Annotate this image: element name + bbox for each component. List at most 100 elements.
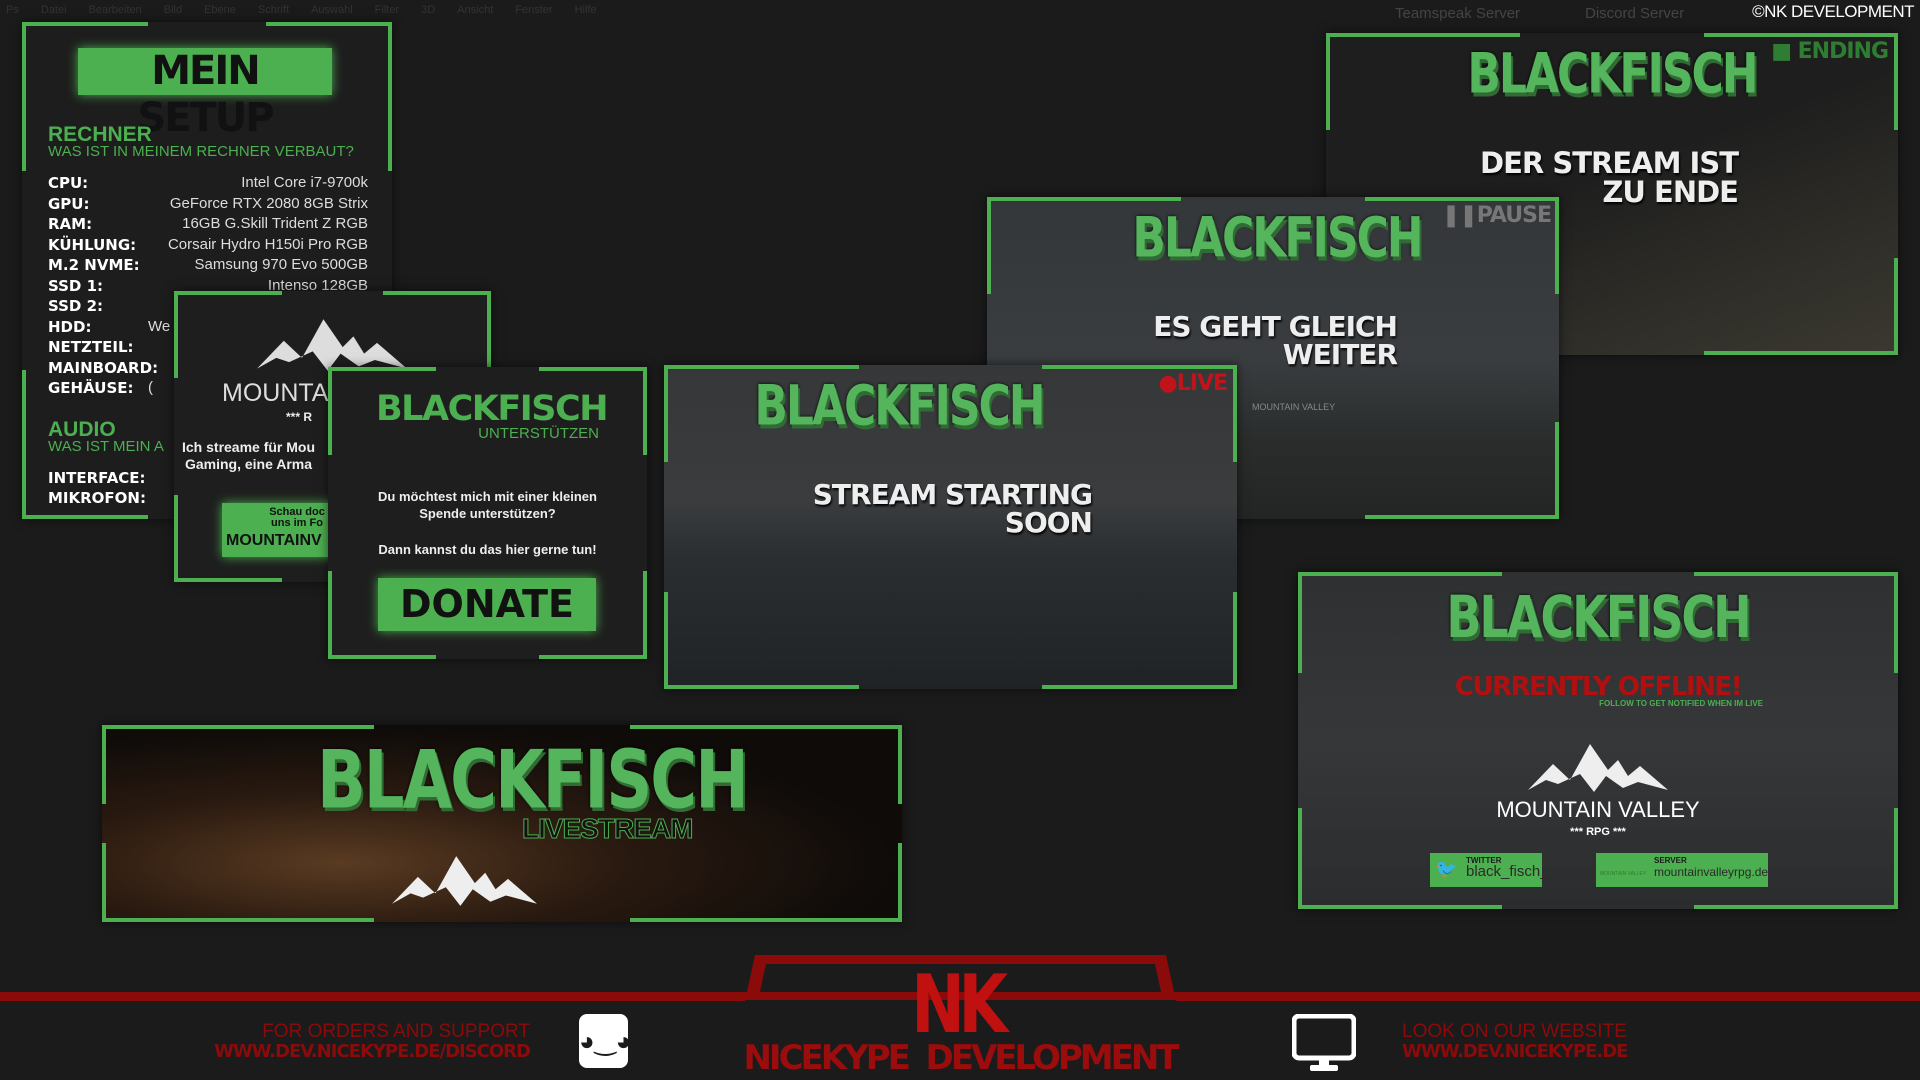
audio-list: INTERFACE: MIKROFON: xyxy=(48,468,368,509)
menu-item[interactable]: Fenster xyxy=(515,4,553,16)
brand-logo: BLACKFISCH xyxy=(754,374,1045,439)
menu-item[interactable]: Hilfe xyxy=(574,4,597,16)
audio-sub: WAS IST MEIN A xyxy=(48,437,164,455)
spec-label: SSD 1: xyxy=(48,276,104,295)
audio-row: MIKROFON: xyxy=(48,488,368,509)
spec-label: SSD 2: xyxy=(48,297,104,315)
menu-item[interactable]: Ansicht xyxy=(457,4,494,16)
donate-button[interactable]: DONATE xyxy=(378,578,596,631)
menu-item[interactable]: Auswahl xyxy=(311,4,353,16)
donate-title: BLACKFISCH xyxy=(376,389,609,429)
monitor-icon[interactable] xyxy=(1291,1013,1357,1077)
spec-row: CPU: Intel Core i7-9700k xyxy=(48,173,368,194)
spec-row: NETZTEIL: xyxy=(48,337,368,358)
server-logo: MOUNTAIN VALLEY xyxy=(1600,871,1647,877)
website-link[interactable]: WWW.DEV.NICEKYPE.DE xyxy=(1402,1041,1628,1062)
spec-row: M.2 NVME:Samsung 970 Evo 500GB xyxy=(48,255,368,276)
audio-label: MIKROFON: xyxy=(48,489,146,507)
brand-logo: BLACKFISCH xyxy=(317,734,749,828)
spec-label: GEHÄUSE: xyxy=(48,379,134,397)
mountain-logo-icon xyxy=(392,845,537,922)
spec-value: Samsung 970 Evo 500GB xyxy=(194,256,368,273)
spec-value: GeForce RTX 2080 8GB Strix xyxy=(169,194,368,212)
menu-item[interactable]: Datei xyxy=(40,4,67,16)
footer-logo-backdrop xyxy=(745,1000,1176,1080)
footer-logo-frame xyxy=(745,955,1176,1001)
menu-item[interactable]: 3D xyxy=(421,4,436,16)
brand-logo: BLACKFISCH xyxy=(1467,42,1758,107)
spec-row: GPU: GeForce RTX 2080 8GB Strix xyxy=(48,194,368,215)
offline-sub: FOLLOW TO GET NOTIFIED WHEN IM LIVE xyxy=(1599,699,1763,708)
mountain-logo-text: MOUNTAI xyxy=(222,379,336,407)
brand-logo: BLACKFISCH xyxy=(1446,583,1751,651)
rechner-heading: RECHNER xyxy=(48,123,152,146)
offline-screen: BLACKFISCH CURRENTLY OFFLINE! FOLLOW TO … xyxy=(1298,572,1898,909)
spec-value: Corsair Hydro H150i Pro RGB xyxy=(167,235,368,253)
menu-item[interactable]: Bearbeiten xyxy=(88,4,142,16)
rpg-tag: *** R xyxy=(286,410,313,424)
copyright: ©NK DEVELOPMENT xyxy=(1752,2,1914,21)
spec-value: Intenso 128GB xyxy=(267,276,368,294)
pause-status: ❚❚PAUSE xyxy=(1441,203,1552,228)
twitter-button[interactable]: 🐦 TWITTER black_fisch_ xyxy=(1430,853,1549,887)
live-status: ●LIVE xyxy=(1158,371,1228,396)
brand-logo: BLACKFISCH xyxy=(1132,206,1423,271)
livestream-banner: BLACKFISCH LIVESTREAM xyxy=(102,725,902,922)
menu-item[interactable]: Filter xyxy=(374,4,400,16)
spec-value: We xyxy=(148,317,171,335)
audio-heading: AUDIO xyxy=(48,417,116,441)
spec-row: GEHÄUSE: ( xyxy=(48,378,368,399)
server-url: mountainvalleyrpg.de xyxy=(1654,865,1769,879)
nk-logo: NK xyxy=(911,958,1008,1051)
discord-icon[interactable]: ◕‿◕ xyxy=(579,1014,631,1068)
twitter-label: TWITTER xyxy=(1466,856,1502,865)
mountain-valley-logo: MOUNTAIN VALLEY xyxy=(1496,797,1700,822)
ending-status: ■ ENDING xyxy=(1771,39,1889,64)
footer-red-line xyxy=(0,992,1920,1001)
audio-label: INTERFACE: xyxy=(48,468,146,487)
mountain-logo-icon xyxy=(1298,740,1898,801)
twitter-handle: black_fisch_ xyxy=(1466,863,1549,880)
offline-headline: CURRENTLY OFFLINE! xyxy=(1454,672,1743,702)
spec-row: SSD 1: Intenso 128GB xyxy=(48,276,368,297)
rpg-tag: *** RPG *** xyxy=(1570,826,1626,838)
bg-tab-teamspeak: Teamspeak Server xyxy=(1395,5,1521,22)
spec-row: MAINBOARD: xyxy=(48,358,368,379)
server-label: SERVER xyxy=(1654,856,1687,865)
bg-tab-discord: Discord Server xyxy=(1585,5,1685,22)
donate-subtitle: UNTERSTÜTZEN xyxy=(478,425,599,442)
spec-label: NETZTEIL: xyxy=(48,338,134,356)
menu-item[interactable]: Ps xyxy=(6,4,19,16)
spec-value: Intel Core i7-9700k xyxy=(241,174,368,191)
livestream-label: LIVESTREAM xyxy=(521,813,693,845)
city-watermark: MOUNTAIN VALLEY xyxy=(1252,402,1336,412)
spec-row: RAM: 16GB G.Skill Trident Z RGB xyxy=(48,214,368,235)
spec-label: CPU: xyxy=(48,174,89,192)
discord-link[interactable]: WWW.DEV.NICEKYPE.DE/DISCORD xyxy=(214,1041,531,1062)
spec-label: RAM: xyxy=(48,215,93,233)
audio-row: INTERFACE: xyxy=(48,468,368,489)
spec-row: KÜHLUNG:Corsair Hydro H150i Pro RGB xyxy=(48,235,368,256)
photoshop-menubar: Ps Datei Bearbeiten Bild Ebene Schrift Auswahl… xyxy=(0,0,603,28)
spec-label: GPU: xyxy=(48,194,90,213)
server-button[interactable]: MOUNTAIN VALLEY SERVER mountainvalleyrpg… xyxy=(1596,853,1768,887)
menu-item[interactable]: Ebene xyxy=(204,4,236,16)
spec-row: SSD 2: xyxy=(48,296,368,317)
rechner-sub: WAS IST IN MEINEM RECHNER VERBAUT? xyxy=(48,143,354,160)
spec-value: 16GB G.Skill Trident Z RGB xyxy=(182,215,368,232)
menu-item[interactable]: Bild xyxy=(163,4,183,16)
spec-value: ( xyxy=(148,379,153,396)
spec-label: MAINBOARD: xyxy=(48,358,159,377)
mountain-logo-icon xyxy=(242,315,422,380)
menu-item[interactable]: Schrift xyxy=(257,4,290,16)
donate-panel: BLACKFISCH UNTERSTÜTZEN Du möchtest mich… xyxy=(328,367,647,659)
